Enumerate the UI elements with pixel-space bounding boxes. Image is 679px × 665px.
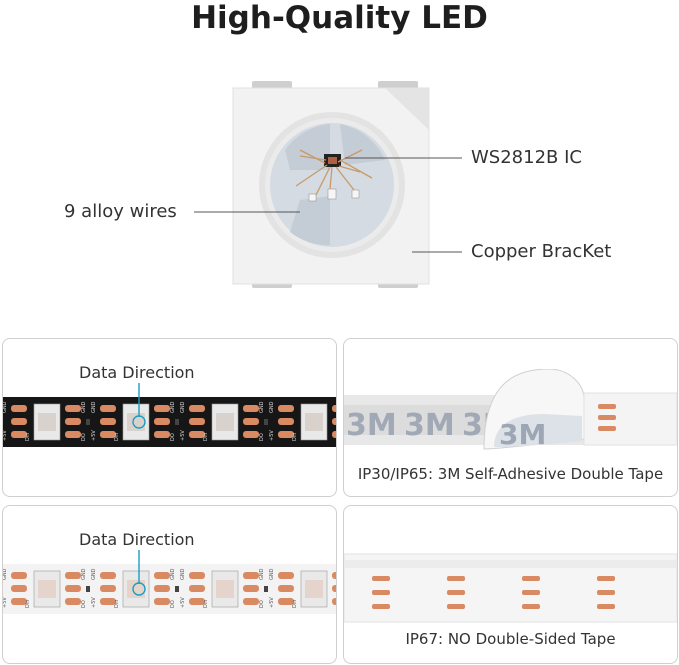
svg-text:Din: Din (25, 433, 31, 441)
svg-text:GND: GND (3, 568, 8, 580)
svg-text:GND: GND (91, 401, 97, 413)
svg-text:3M: 3M (499, 418, 546, 451)
svg-text:Din: Din (292, 433, 298, 441)
svg-text:GND: GND (170, 568, 176, 580)
wires-callout: 9 alloy wires (64, 201, 177, 222)
led-chip-illustration (194, 81, 462, 288)
svg-text:Din: Din (292, 600, 298, 608)
svg-text:+5V: +5V (3, 430, 8, 441)
svg-text:GND: GND (269, 568, 275, 580)
svg-text:Din: Din (25, 600, 31, 608)
page-title: High-Quality LED (191, 0, 488, 36)
svg-text:+5V: +5V (269, 430, 275, 441)
black-led-strip: GND +5V Din GND DO GND +5V Din GND DO GND +5V Din GND… (3, 397, 336, 447)
tape-ip30-caption: IP30/IP65: 3M Self-Adhesive Double Tape (357, 465, 664, 483)
data-direction-pointer (138, 383, 140, 417)
svg-text:+5V: +5V (91, 430, 97, 441)
tape-ip67-caption: IP67: NO Double-Sided Tape (405, 630, 616, 648)
svg-text:GND: GND (180, 401, 186, 413)
svg-text:GND: GND (269, 401, 275, 413)
svg-text:+5V: +5V (3, 597, 8, 608)
svg-text:Din: Din (203, 600, 209, 608)
svg-text:GND: GND (3, 401, 8, 413)
data-direction-label: Data Direction (79, 530, 195, 549)
ic-callout: WS2812B IC (471, 147, 582, 168)
bracket-callout: Copper BracKet (471, 241, 612, 262)
white-led-strip: GND +5V Din GND DO GND +5V Din GND DO GND +5V Din GND… (3, 564, 336, 614)
svg-text:+5V: +5V (91, 597, 97, 608)
svg-text:GND: GND (259, 568, 265, 580)
svg-text:DO: DO (259, 600, 265, 608)
silicone-tube-strip (344, 553, 677, 623)
adhesive-tape-strip: 3M 3M 3M 3M (344, 369, 677, 451)
svg-text:GND: GND (81, 568, 87, 580)
svg-text:GND: GND (180, 568, 186, 580)
svg-text:DO: DO (259, 433, 265, 441)
svg-text:DO: DO (170, 433, 176, 441)
svg-text:Din: Din (114, 600, 120, 608)
svg-text:DO: DO (81, 600, 87, 608)
tape-ip30-panel: 3M 3M 3M 3M IP30/IP65: 3M Self-Adhesive … (343, 338, 678, 497)
svg-text:+5V: +5V (180, 597, 186, 608)
svg-text:GND: GND (81, 401, 87, 413)
svg-text:GND: GND (91, 568, 97, 580)
svg-text:GND: GND (259, 401, 265, 413)
svg-text:+5V: +5V (180, 430, 186, 441)
svg-text:Din: Din (114, 433, 120, 441)
svg-text:GND: GND (170, 401, 176, 413)
svg-text:DO: DO (81, 433, 87, 441)
svg-text:Din: Din (203, 433, 209, 441)
svg-text:DO: DO (170, 600, 176, 608)
data-direction-label: Data Direction (79, 363, 195, 382)
svg-text:3M: 3M (404, 408, 455, 443)
svg-text:+5V: +5V (269, 597, 275, 608)
data-direction-pointer (138, 550, 140, 584)
tape-ip67-panel: IP67: NO Double-Sided Tape (343, 505, 678, 664)
svg-text:3M: 3M (346, 408, 397, 443)
